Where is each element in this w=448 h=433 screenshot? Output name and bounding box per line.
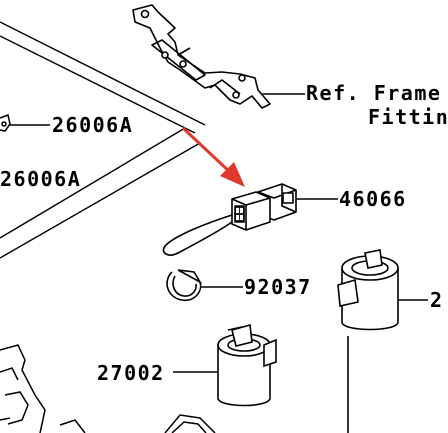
label-92037: 92037	[244, 275, 312, 299]
label-26006a-upper: 26006A	[52, 113, 133, 137]
connector-46066	[162, 183, 297, 256]
frame-rails	[0, 21, 206, 259]
engine-fragment	[0, 344, 86, 433]
label-fitting: Fittin	[368, 105, 448, 129]
label-ref-frame: Ref. Frame	[306, 81, 441, 105]
mounting-bracket	[132, 4, 271, 109]
label-46066: 46066	[339, 187, 407, 211]
pointer-arrow-icon	[181, 126, 245, 187]
label-26006a-lower: 26006A	[0, 167, 81, 191]
switch-right	[337, 249, 399, 433]
label-27002: 27002	[97, 361, 165, 385]
clip-92037	[166, 269, 203, 302]
label-2-cut: 2	[430, 288, 444, 312]
lower-fragment	[164, 414, 216, 433]
switch-27002	[217, 323, 277, 407]
clamp-26006a	[0, 113, 11, 132]
